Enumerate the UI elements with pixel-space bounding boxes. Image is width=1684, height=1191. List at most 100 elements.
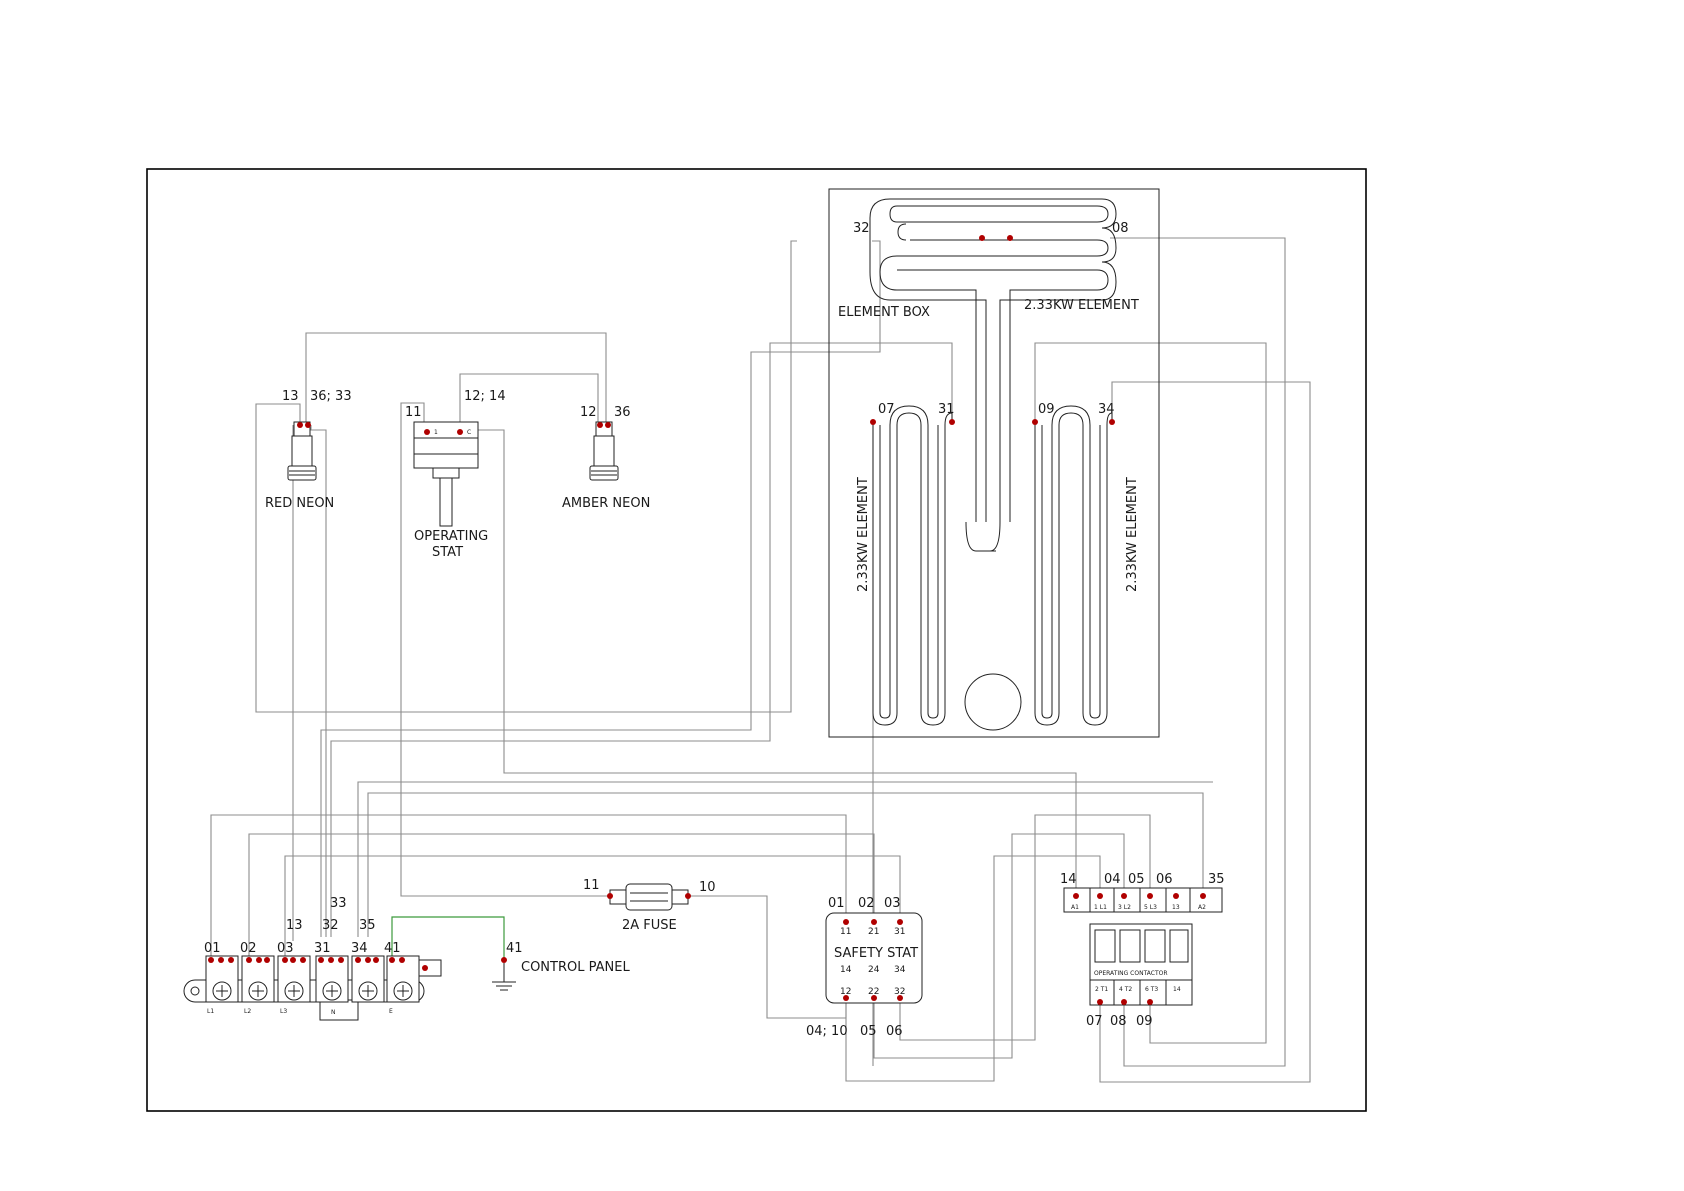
amber-neon: AMBER NEON 12 36 bbox=[562, 405, 650, 511]
terminal-dot bbox=[605, 422, 611, 428]
terminal-screw bbox=[393, 981, 413, 1001]
terminal-screw-slot bbox=[216, 985, 409, 997]
terminal-dot bbox=[979, 235, 985, 241]
wire-11 bbox=[400, 402, 610, 897]
operating-stat-pin-12-14: 12; 14 bbox=[464, 389, 506, 404]
amber-neon-pin-36: 36 bbox=[614, 405, 631, 420]
contactor-mark: 4 T2 bbox=[1119, 986, 1132, 993]
contactor-pin: 08 bbox=[1110, 1014, 1127, 1029]
wire-36 bbox=[305, 332, 607, 422]
terminal-dot bbox=[843, 995, 849, 1001]
contactor-pin: 14 bbox=[1060, 872, 1077, 887]
terminal-dot bbox=[871, 919, 877, 925]
wire-41-earth bbox=[391, 916, 505, 960]
left-element-label: 2.33KW ELEMENT bbox=[856, 477, 871, 592]
top-element-label: 2.33KW ELEMENT bbox=[1024, 298, 1139, 313]
safety-stat-mark: 22 bbox=[868, 987, 879, 997]
contactor-pin: 05 bbox=[1128, 872, 1145, 887]
terminal-pin: 35 bbox=[359, 918, 376, 933]
terminal-dot bbox=[1147, 999, 1153, 1005]
terminal-label-31: 31 bbox=[938, 402, 955, 417]
safety-stat: 11 21 31 SAFETY STAT 14 24 34 12 22 32 0… bbox=[806, 896, 923, 1039]
fuse-label: 2A FUSE bbox=[622, 918, 677, 933]
amber-neon-pin-12: 12 bbox=[580, 405, 597, 420]
wire-09 bbox=[1034, 342, 1267, 1044]
red-neon-label: RED NEON bbox=[265, 496, 334, 511]
right-element-label: 2.33KW ELEMENT bbox=[1125, 477, 1140, 592]
contactor-pole bbox=[1169, 929, 1189, 963]
wire-33 bbox=[310, 425, 327, 937]
terminal-screw bbox=[284, 981, 304, 1001]
red-neon-pin-36-33: 36; 33 bbox=[310, 389, 352, 404]
contactor-mark: 3 L2 bbox=[1118, 904, 1131, 911]
fuse-body bbox=[625, 883, 673, 911]
terminal-pin: 41 bbox=[384, 941, 401, 956]
terminal-dot bbox=[897, 995, 903, 1001]
wire-34 bbox=[1099, 381, 1311, 1083]
terminal-dot bbox=[1147, 893, 1153, 899]
wire-02 bbox=[248, 833, 875, 956]
terminal-dot bbox=[870, 419, 876, 425]
control-panel-earth: 41 CONTROL PANEL bbox=[492, 941, 630, 991]
operating-stat-shaft bbox=[439, 477, 453, 527]
safety-stat-pin: 02 bbox=[858, 896, 875, 911]
safety-stat-mark: 14 bbox=[840, 965, 852, 975]
terminal-dot bbox=[218, 957, 224, 963]
terminal-mark: L2 bbox=[244, 1008, 251, 1015]
wire-34-term bbox=[357, 781, 1213, 937]
terminal-dot bbox=[328, 957, 334, 963]
terminal-dot bbox=[300, 957, 306, 963]
terminal-screw bbox=[322, 981, 342, 1001]
element-box-outline bbox=[828, 188, 1160, 738]
terminal-dot bbox=[318, 957, 324, 963]
wire-13 bbox=[255, 240, 797, 713]
terminal-label-07: 07 bbox=[878, 402, 895, 417]
terminal-mark: N bbox=[331, 1009, 336, 1016]
control-panel-pin-41: 41 bbox=[506, 941, 523, 956]
terminal-label-34: 34 bbox=[1098, 402, 1115, 417]
terminal-mark: L3 bbox=[280, 1008, 287, 1015]
contactor-mark: 1 L1 bbox=[1094, 904, 1107, 911]
element-box: ELEMENT BOX 2.33KW ELEMENT 2.33KW ELEMEN… bbox=[828, 188, 1160, 738]
wire-03 bbox=[284, 855, 901, 956]
terminal-dot bbox=[246, 957, 252, 963]
wire-01 bbox=[210, 814, 847, 956]
safety-stat-pin: 01 bbox=[828, 896, 845, 911]
wire-31 bbox=[330, 342, 953, 937]
red-neon-body bbox=[291, 435, 313, 467]
terminal-dot bbox=[501, 957, 507, 963]
terminal-dot bbox=[1097, 893, 1103, 899]
contactor-mark: 5 L3 bbox=[1144, 904, 1157, 911]
fuse-2a: 2A FUSE 11 10 bbox=[583, 878, 716, 933]
terminal-dot bbox=[843, 919, 849, 925]
terminal-dot bbox=[1121, 999, 1127, 1005]
terminal-label-32: 32 bbox=[853, 221, 870, 236]
contactor-mark: A2 bbox=[1198, 904, 1206, 911]
terminal-dot bbox=[1097, 999, 1103, 1005]
red-neon-bezel bbox=[287, 465, 317, 481]
terminal-dot bbox=[208, 957, 214, 963]
contactor-pin: 06 bbox=[1156, 872, 1173, 887]
terminal-dot bbox=[597, 422, 603, 428]
wire-08 bbox=[1110, 237, 1286, 1067]
terminal-dot bbox=[365, 957, 371, 963]
earth-symbol bbox=[492, 963, 516, 991]
terminal-dot bbox=[685, 893, 691, 899]
terminal-dot bbox=[424, 429, 430, 435]
left-element-coil bbox=[872, 412, 953, 726]
terminal-screw bbox=[212, 981, 232, 1001]
operating-contactor: A1 1 L1 3 L2 5 L3 13 A2 OPERATING CONTAC… bbox=[1060, 872, 1225, 1029]
terminal-mark: E bbox=[389, 1008, 393, 1015]
terminal-dot bbox=[607, 893, 613, 899]
terminal-dot bbox=[305, 422, 311, 428]
contactor-pole bbox=[1119, 929, 1141, 963]
safety-stat-pin: 05 bbox=[860, 1024, 877, 1039]
contactor-pole bbox=[1094, 929, 1116, 963]
amber-neon-label: AMBER NEON bbox=[562, 496, 650, 511]
terminal-block: L1 L2 L3 N E 01 02 03 31 34 41 13 32 35 … bbox=[183, 896, 442, 1021]
terminal-block-neutral-link bbox=[319, 999, 359, 1021]
operating-stat-mark-1: 1 bbox=[434, 429, 438, 436]
safety-stat-body bbox=[825, 912, 923, 1004]
operating-stat-label-2: STAT bbox=[432, 545, 463, 560]
terminal-dot bbox=[290, 957, 296, 963]
